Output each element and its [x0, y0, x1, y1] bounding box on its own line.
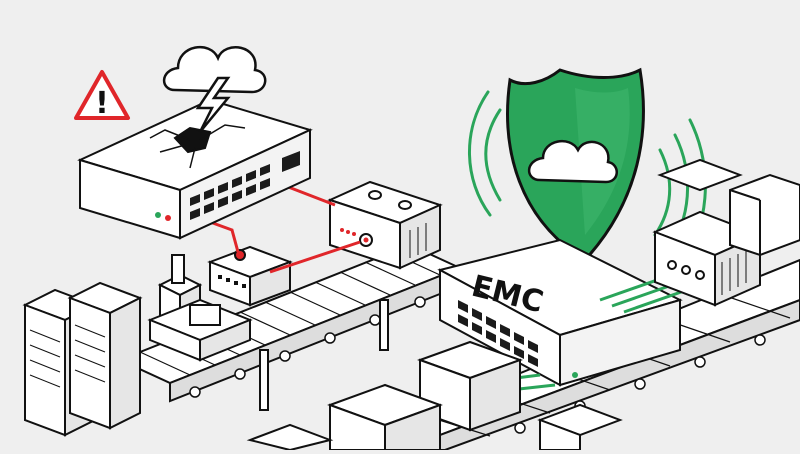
lightning-icon: [195, 76, 231, 133]
shield-icon: [506, 67, 645, 262]
warning-glyph: !: [95, 86, 109, 121]
warning-icon: !: [74, 70, 130, 121]
cloud-icon: [527, 139, 618, 184]
emc-switch: EMC: [437, 238, 683, 387]
left-belt-devices: [147, 180, 443, 362]
damaged-switch: [77, 98, 313, 240]
storm-cloud-icon: [162, 45, 267, 94]
server-racks: [22, 281, 143, 437]
